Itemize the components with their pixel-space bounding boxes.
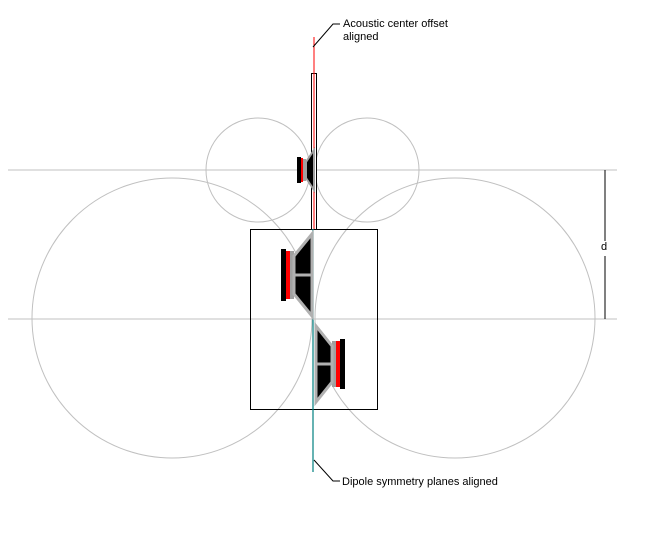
tweeter-icon: [297, 146, 315, 194]
distance-label: d: [601, 241, 608, 253]
bottom-leader-line: [313, 459, 340, 482]
upper-woofer-icon: [281, 229, 314, 321]
acoustic-center-label: Acoustic center offset aligned: [343, 18, 448, 44]
woofer-lobe-left: [31, 177, 313, 459]
dipole-symmetry-label: Dipole symmetry planes aligned: [342, 476, 498, 488]
acoustic-center-label-line1: Acoustic center offset: [343, 18, 448, 30]
woofer-lobe-right: [314, 177, 596, 459]
lower-woofer-icon: [314, 321, 345, 407]
top-leader-line: [312, 23, 340, 48]
acoustic-center-label-line2: aligned: [343, 31, 379, 43]
